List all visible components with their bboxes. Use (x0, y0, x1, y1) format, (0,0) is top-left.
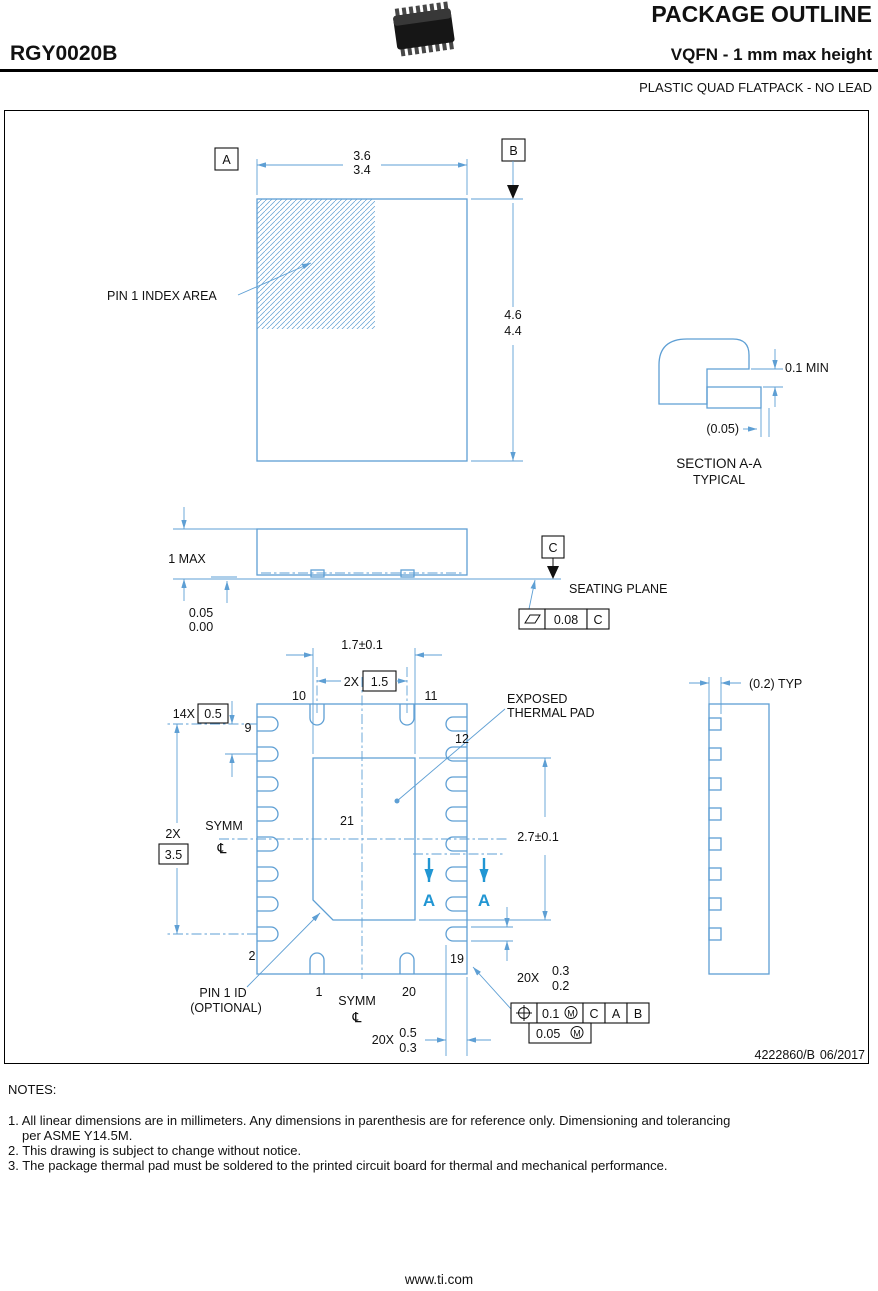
pin1-index-hatch (257, 199, 375, 329)
note-line: per ASME Y14.5M. (22, 1128, 133, 1143)
package-type: PLASTIC QUAD FLATPACK - NO LEAD (639, 80, 872, 95)
doc-date: 06/2017 (820, 1048, 865, 1062)
flatness-tolerance: 0.08 (554, 613, 578, 627)
section-aa-view: 0.1 MIN (0.05) SECTION A-A TYPICAL (658, 338, 829, 487)
leader-dot (394, 798, 400, 804)
mmc-modifier-icon: M (564, 1006, 578, 1019)
pad-width-dim: 1.7±0.1 (341, 638, 383, 652)
symm-bottom-label: SYMM (338, 994, 376, 1008)
datum-b-label: B (509, 144, 517, 158)
notes-section: NOTES: 1. All linear dimensions are in m… (8, 1082, 870, 1173)
pos-datum-b: B (634, 1007, 642, 1021)
section-lead-shape (706, 386, 762, 409)
qty-2x-label: 2X (344, 675, 360, 689)
section-min-dim: 0.1 MIN (785, 361, 829, 375)
centerline-symbol: ℄ (217, 840, 227, 856)
symm-left-label: SYMM (205, 819, 243, 833)
pos-datum-a: A (612, 1007, 621, 1021)
datum-b-frame (501, 138, 526, 162)
pin1-id-label-1: PIN 1 ID (199, 986, 246, 1000)
pad-height-dim: 2.7±0.1 (517, 830, 559, 844)
seating-plane-label: SEATING PLANE (569, 582, 667, 596)
position-tolerance-icon (516, 1005, 532, 1021)
bottom-view: 21 1.7±0.1 2X 1.5 14X 0.5 2X 3.5 SYMM ℄ (158, 638, 650, 1056)
svg-text:M: M (573, 1029, 581, 1039)
pin-12-label: 12 (455, 732, 469, 746)
note-line: 3. The package thermal pad must be solde… (8, 1158, 668, 1173)
pos-datum-c: C (589, 1007, 598, 1021)
qty-20x-width-label: 20X (517, 971, 540, 985)
pin-9-label: 9 (245, 721, 252, 735)
basic-dim-frame (158, 843, 189, 865)
qty-14x-label: 14X (173, 707, 196, 721)
lead-width-upper: 0.3 (552, 964, 569, 978)
exposed-pad-label-1: EXPOSED (507, 692, 567, 706)
thermal-pad-outline (312, 757, 416, 921)
dim-width-lower: 3.4 (353, 163, 370, 177)
section-arrow-label-a1: A (423, 891, 435, 910)
pin-11-label: 11 (425, 689, 438, 703)
package-subtitle: VQFN - 1 mm max height (670, 45, 872, 64)
note-line: 2. This drawing is subject to change wit… (8, 1143, 302, 1158)
note-line: 1. All linear dimensions are in millimet… (8, 1113, 731, 1128)
centerline-symbol: ℄ (352, 1009, 362, 1025)
lead-typ-dim: (0.2) TYP (749, 677, 802, 691)
section-title: SECTION A-A (676, 456, 762, 471)
flatness-datum: C (593, 613, 602, 627)
section-subtitle: TYPICAL (693, 473, 745, 487)
basic-0-5-dim: 0.5 (204, 707, 221, 721)
svg-text:M: M (567, 1009, 575, 1019)
top-view: 3.6 3.4 A B 4.6 4.4 PIN 1 INDEX AREA (107, 138, 526, 462)
datum-c-triangle-icon (547, 566, 559, 579)
pin-10-label: 10 (292, 689, 306, 703)
qty-20x-length-label: 20X (372, 1033, 395, 1047)
dim-height-upper: 4.6 (504, 308, 521, 322)
page-title: PACKAGE OUTLINE (651, 1, 872, 27)
pin-1-label: 1 (316, 985, 323, 999)
datum-c-label: C (548, 541, 557, 555)
side-view: 1 MAX 0.05 0.00 C SEATING PLANE 0.08 C (168, 507, 667, 634)
standoff-lower: 0.00 (189, 620, 213, 634)
pin-21-label: 21 (340, 814, 354, 828)
basic-1-5-dim: 1.5 (371, 675, 388, 689)
dim-height-lower: 4.4 (504, 324, 521, 338)
mmc-modifier-icon: M (570, 1026, 584, 1039)
footer-url: www.ti.com (404, 1272, 474, 1287)
datum-b-triangle-icon (507, 185, 519, 199)
datum-a-label: A (222, 153, 231, 167)
lead-width-lower: 0.2 (552, 979, 569, 993)
pin1-id-label-2: (OPTIONAL) (190, 1001, 262, 1015)
basic-3-5-dim: 3.5 (165, 848, 182, 862)
dim-width-upper: 3.6 (353, 149, 370, 163)
drawing-border: 3.6 3.4 A B 4.6 4.4 PIN 1 INDEX AREA 0.1… (4, 110, 869, 1064)
basic-dim-frame (197, 703, 229, 724)
part-number: RGY0020B (10, 42, 118, 65)
lead-length-upper: 0.5 (399, 1026, 416, 1040)
section-ref-dim: (0.05) (706, 422, 739, 436)
technical-drawing: 3.6 3.4 A B 4.6 4.4 PIN 1 INDEX AREA 0.1… (107, 138, 865, 1062)
position-tolerance-value: 0.1 (542, 1007, 559, 1021)
chip-body (393, 1, 455, 57)
datum-a-frame (214, 147, 239, 171)
lead-length-lower: 0.3 (399, 1041, 416, 1055)
flatness-icon (524, 614, 541, 624)
exposed-pad-label-2: THERMAL PAD (507, 706, 595, 720)
pin1-index-area-label: PIN 1 INDEX AREA (107, 289, 217, 303)
header-divider (0, 69, 878, 72)
side-detail-view: (0.2) TYP (689, 677, 802, 975)
pin-19-label: 19 (450, 952, 464, 966)
notes-heading: NOTES: (8, 1082, 57, 1097)
position-tolerance-value-2: 0.05 (536, 1027, 560, 1041)
pin-20-label: 20 (402, 985, 416, 999)
section-arrow-label-a2: A (478, 891, 490, 910)
pin-2-label: 2 (249, 949, 256, 963)
max-height-dim: 1 MAX (168, 552, 206, 566)
doc-number: 4222860/B (755, 1048, 815, 1062)
chip-illustration (393, 1, 455, 57)
qty-2x-b-label: 2X (165, 827, 181, 841)
section-mold-shape (658, 338, 750, 405)
standoff-upper: 0.05 (189, 606, 213, 620)
